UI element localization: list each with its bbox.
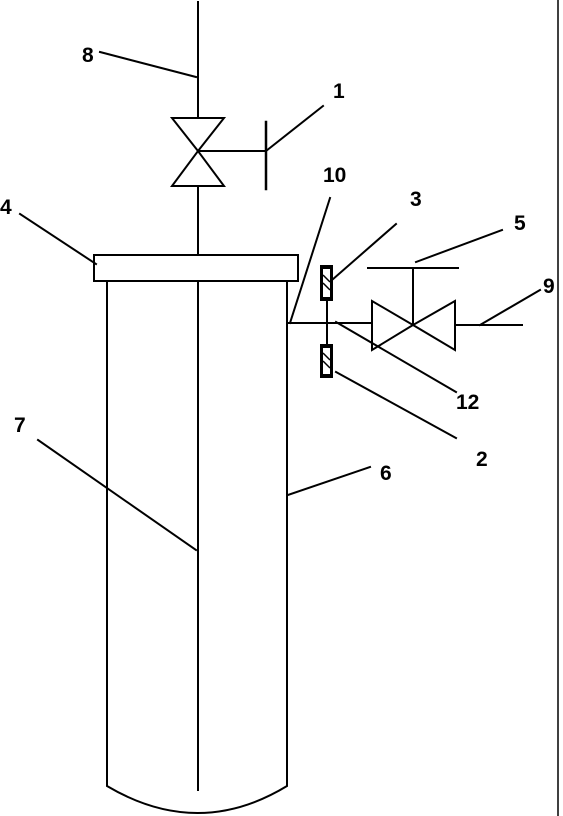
- label-5: 5: [514, 212, 526, 235]
- label-12: 12: [456, 391, 479, 414]
- label-10: 10: [323, 164, 346, 187]
- label-8: 8: [82, 44, 94, 67]
- leader-lines: [18, 50, 542, 552]
- top-valve: [169, 117, 268, 191]
- label-6: 6: [380, 462, 392, 485]
- side-valve: [367, 267, 459, 352]
- vessel-body: [106, 280, 288, 814]
- label-7: 7: [14, 414, 26, 437]
- label-3: 3: [410, 188, 422, 211]
- label-9: 9: [543, 275, 555, 298]
- label-1: 1: [333, 80, 345, 103]
- gauge-assembly: [320, 265, 333, 378]
- vessel-lid: [93, 254, 299, 282]
- label-4: 4: [0, 196, 12, 219]
- label-2: 2: [476, 448, 488, 471]
